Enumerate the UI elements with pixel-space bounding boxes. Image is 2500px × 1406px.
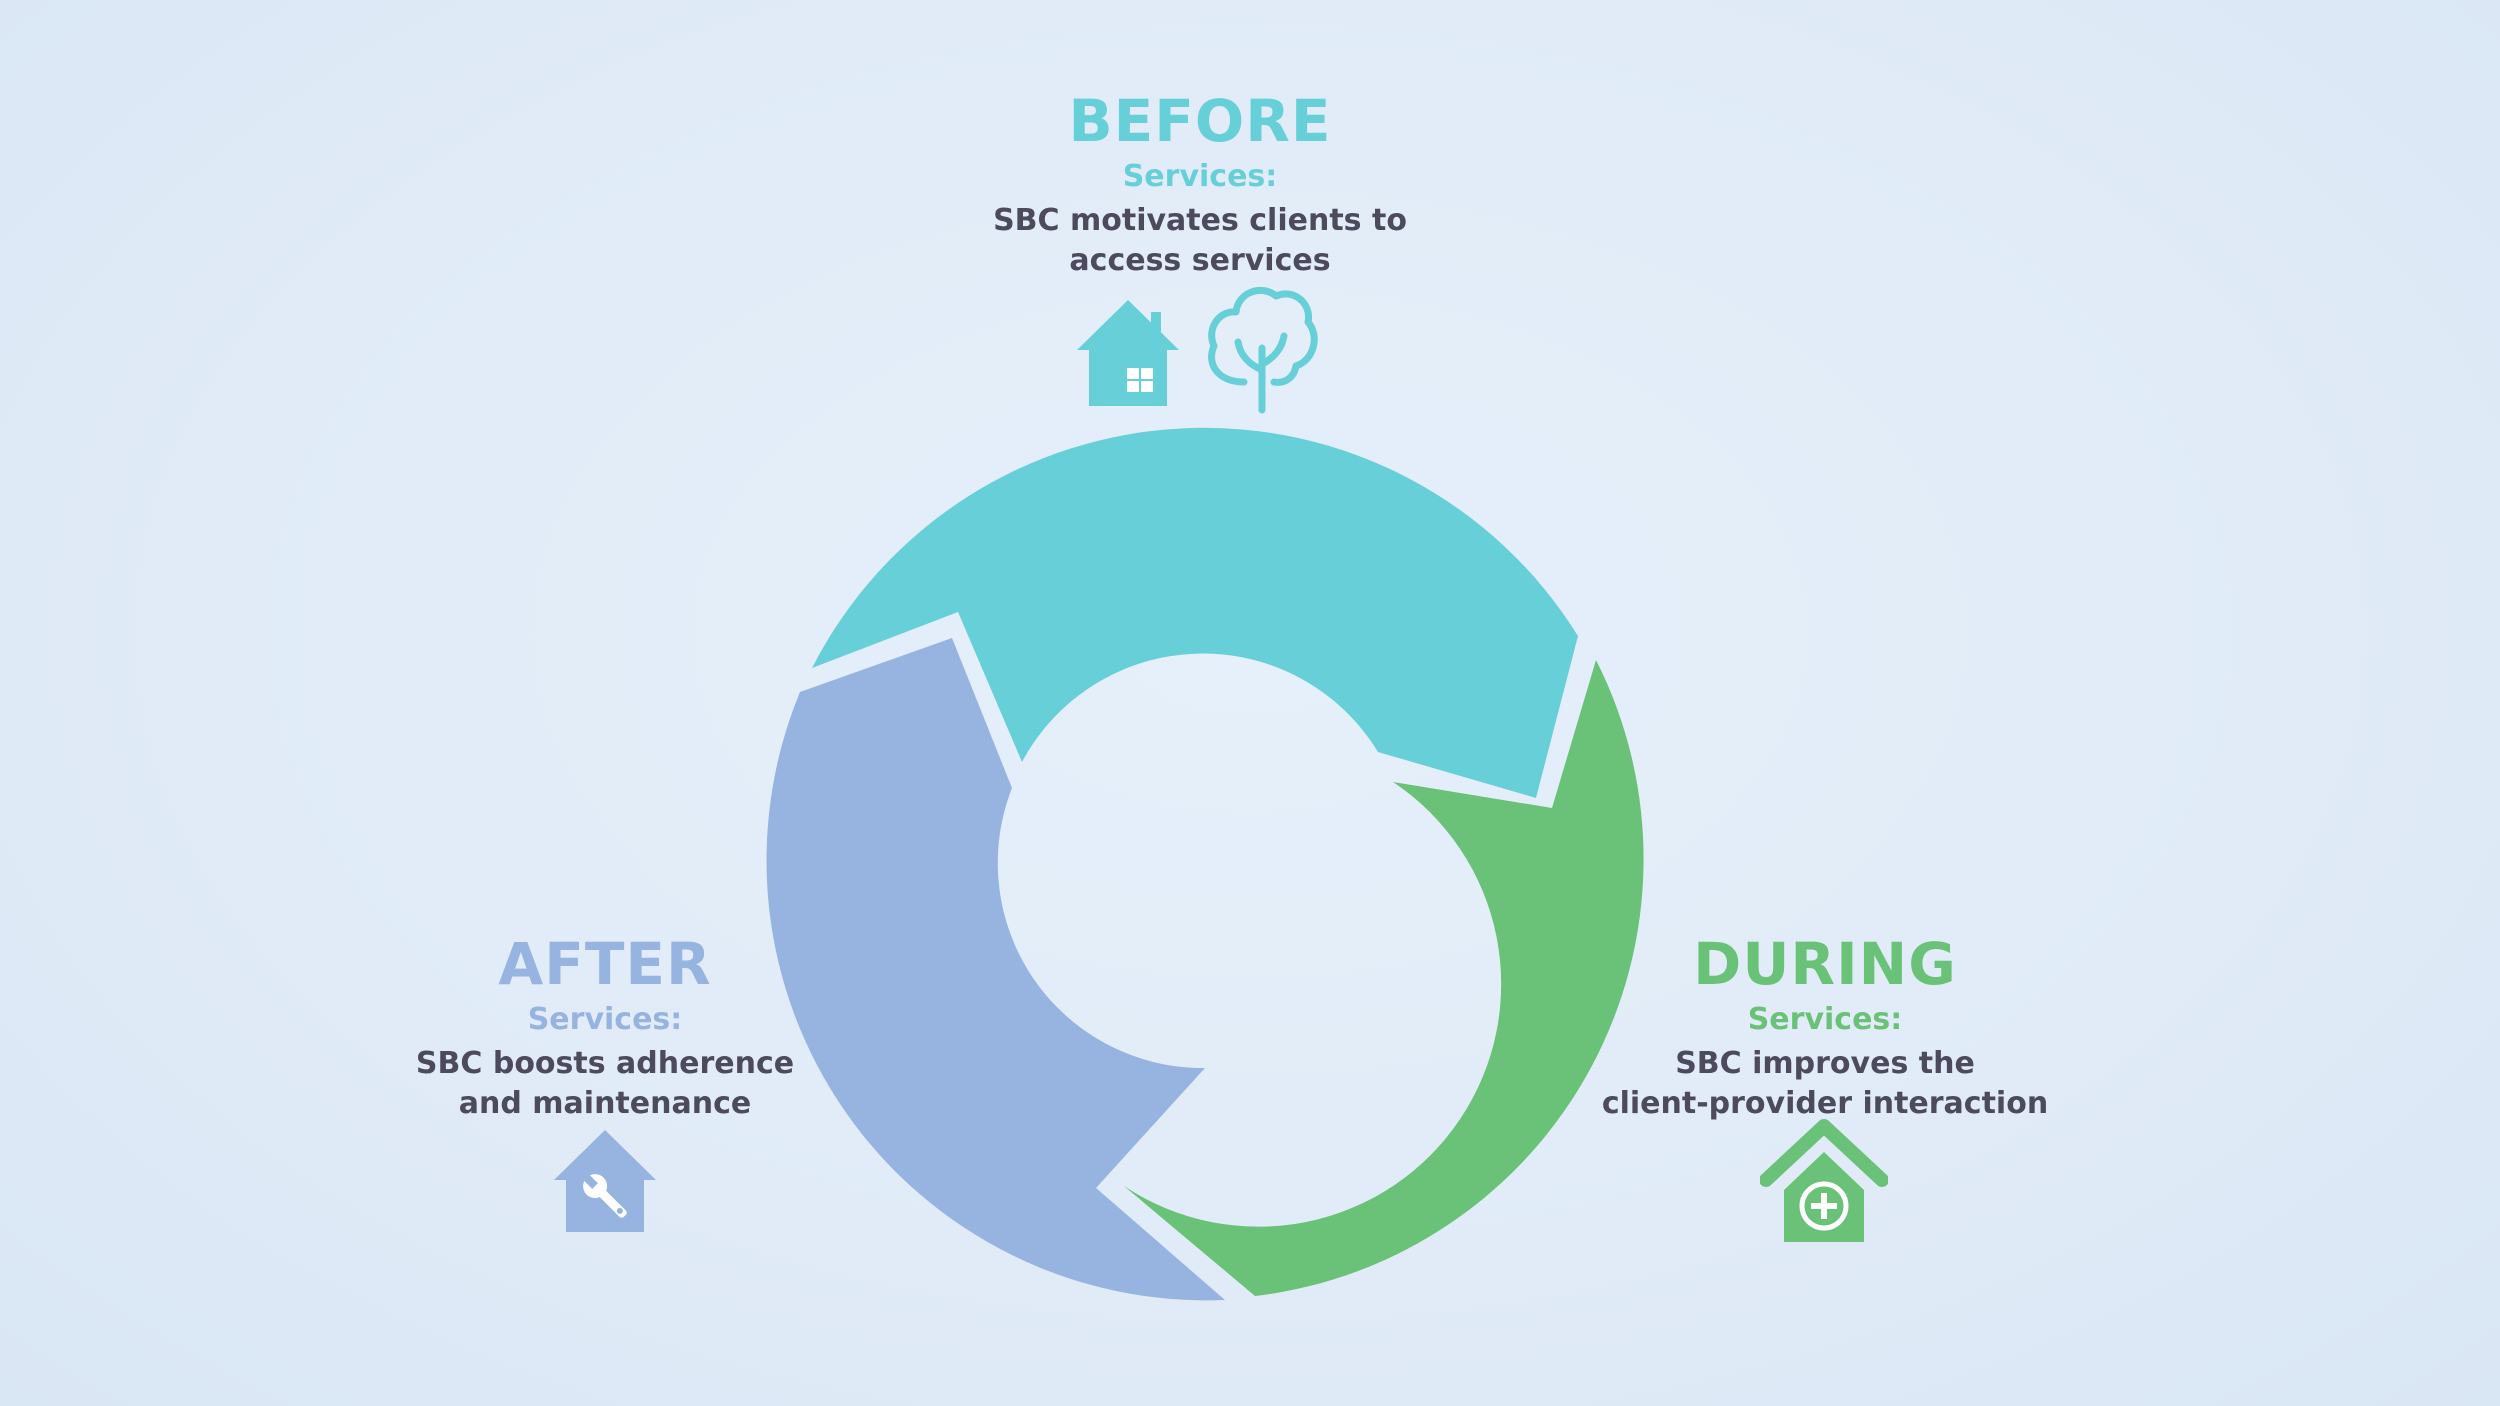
during-arrow-segment [1124,660,1644,1296]
during-title: DURING [1693,930,1957,998]
after-label-block: AFTER Services: SBC boosts adherence and… [380,935,830,1124]
during-description-line2: client-provider interaction [1601,1085,2049,1121]
during-label-block: DURING Services: SBC improves the client… [1545,935,2105,1124]
before-label-block: BEFORE Services: SBC motivates clients t… [950,92,1450,281]
tree-icon [1208,287,1318,414]
house-wrench-icon [554,1130,656,1232]
before-description-line1: SBC motivates clients to [993,202,1407,238]
house-icon [1077,300,1179,406]
after-subtitle: Services: [527,1002,683,1037]
after-arrow-segment [766,638,1225,1301]
health-clinic-icon [1760,1119,1888,1242]
during-subtitle: Services: [1747,1002,1903,1037]
before-title: BEFORE [1068,87,1332,155]
after-description-line2: and maintenance [458,1085,752,1121]
before-arrow-segment [812,427,1578,798]
after-title: AFTER [498,930,712,998]
before-description-line2: access services [1069,242,1331,278]
after-description-line1: SBC boosts adherence [415,1045,795,1081]
before-subtitle: Services: [1122,159,1278,194]
during-description-line1: SBC improves the [1675,1045,1975,1081]
